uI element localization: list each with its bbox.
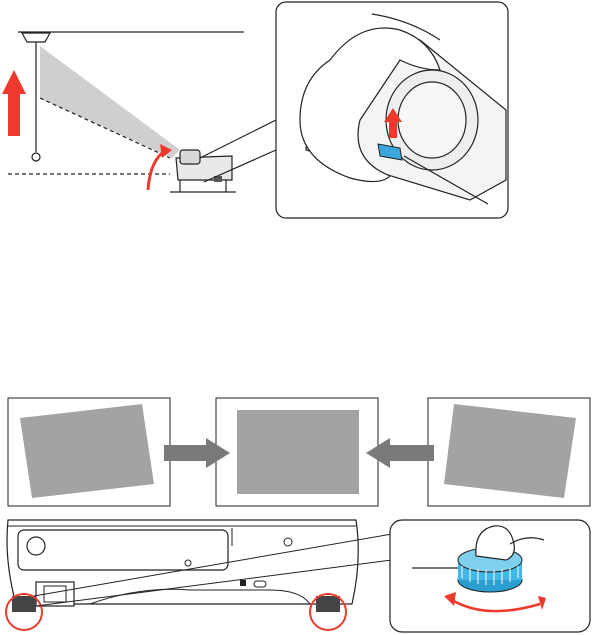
raise-image-arrow-icon [2,70,26,136]
screen-tilted-right [444,404,576,498]
projector-rear-view [7,520,358,612]
screen-weight [32,153,40,161]
projection-beam [40,46,180,158]
bottom-figure-level-image [6,398,590,632]
lock-icon [240,580,246,586]
screen-level-center [237,410,359,494]
ceiling-mount [22,33,50,42]
security-slot [254,581,266,587]
top-figure-raise-projector [2,2,508,218]
callout-connector-upper [200,120,276,158]
screen-tilted-left [20,404,154,498]
